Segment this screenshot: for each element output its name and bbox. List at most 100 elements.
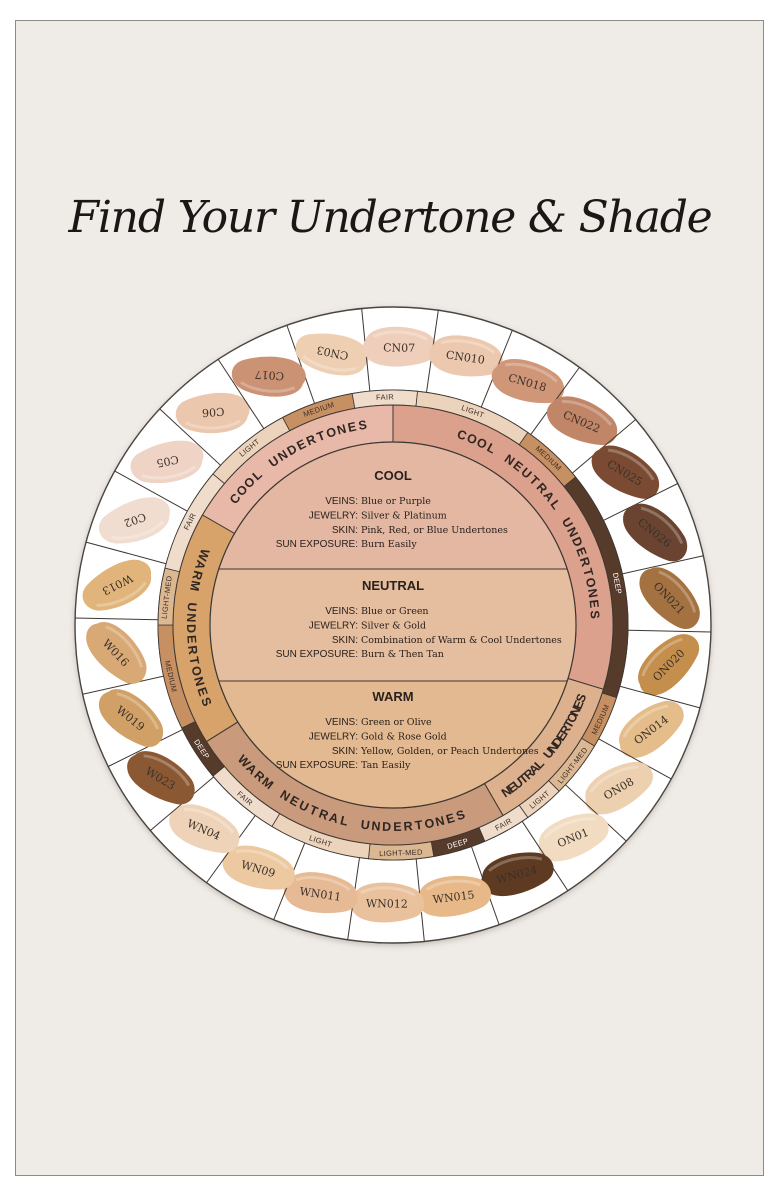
swatch-highlight <box>425 879 481 891</box>
shade-divider <box>571 419 636 474</box>
shade-divider <box>114 470 188 512</box>
undertone-label-char: N <box>371 819 381 834</box>
swatch-smear <box>86 622 147 684</box>
swatch-highlight <box>440 339 496 354</box>
shade-swatch: ON01 <box>538 813 609 862</box>
swatch-smear <box>98 497 170 544</box>
undertone-heading: WARM <box>372 689 413 704</box>
swatch-highlight <box>607 448 655 481</box>
shade-swatch: W013 <box>82 559 152 611</box>
shade-swatch: CN018 <box>491 359 564 404</box>
swatch-smear <box>623 503 688 562</box>
undertone-label-char: C <box>455 427 468 443</box>
swatch-highlight <box>543 817 596 839</box>
undertone-label-char: L <box>339 813 350 829</box>
undertone-label-char: O <box>188 665 204 678</box>
swatch-smear <box>82 559 152 611</box>
swatch-highlight <box>295 875 351 891</box>
shade-swatch: CN010 <box>429 335 503 377</box>
guide-line: SKIN: <box>332 525 358 536</box>
swatch-smear <box>429 335 503 377</box>
shade-code-label: WN012 <box>366 897 408 911</box>
undertone-label-char: T <box>414 818 424 833</box>
swatch-highlight <box>360 886 416 897</box>
shade-divider <box>159 408 221 466</box>
undertone-label-char: N <box>184 613 198 623</box>
guide-line: VEINS: <box>325 717 358 728</box>
shade-divider <box>217 359 265 429</box>
undertone-label-char: D <box>382 820 391 834</box>
shade-swatch: CN03 <box>295 333 369 376</box>
guide-line-value: Silver & Platinum <box>361 510 447 521</box>
swatch-highlight <box>640 506 684 545</box>
swatch-smear <box>639 567 700 629</box>
guide-line-value: Burn & Then Tan <box>361 649 444 660</box>
guide-line: JEWELRY: <box>309 731 358 742</box>
swatch-smear <box>481 852 554 897</box>
guide-line: SKIN: <box>332 635 358 646</box>
undertone-label-char: O <box>324 424 338 440</box>
undertone-label-char: U <box>184 602 199 612</box>
swatch-smear <box>98 689 164 747</box>
shade-swatch: ON020 <box>638 634 700 696</box>
undertone-label-char: R <box>403 819 413 834</box>
undertone-label-char: T <box>580 567 596 578</box>
undertone-label-char: O <box>583 576 599 589</box>
guide-line-value: Gold & Rose Gold <box>361 731 447 742</box>
swatch-highlight <box>302 354 357 372</box>
shade-swatch: WN04 <box>169 804 240 853</box>
shade-divider <box>75 617 159 621</box>
swatch-smear <box>585 762 653 815</box>
shade-divider <box>286 325 316 404</box>
shade-code-label: CN07 <box>383 341 415 354</box>
undertone-label-char: E <box>586 599 601 609</box>
swatch-smear <box>538 813 609 862</box>
guide-line: VEINS: <box>325 606 358 617</box>
undertone-label-char: E <box>184 635 199 644</box>
guide-line-value: Blue or Purple <box>361 496 431 507</box>
shade-swatch: ON014 <box>619 700 684 758</box>
shade-code-label: WN011 <box>299 885 342 904</box>
undertone-label-char: T <box>187 656 202 666</box>
guide-line-value: Yellow, Golden, or Peach Undertones <box>360 746 539 757</box>
undertone-label-char: R <box>577 555 593 568</box>
shade-divider <box>598 738 672 780</box>
swatch-smear <box>127 751 195 805</box>
undertone-label-char: U <box>360 818 371 833</box>
shade-swatch: CN025 <box>591 445 660 499</box>
swatch-highlight <box>111 520 165 540</box>
swatch-highlight <box>141 465 197 480</box>
swatch-smear <box>222 845 295 890</box>
shade-swatch: WN015 <box>417 875 491 917</box>
swatch-smear <box>638 634 700 696</box>
shade-divider <box>619 685 701 709</box>
swatch-smear <box>284 872 358 914</box>
guide-line: SUN EXPOSURE: <box>276 539 358 550</box>
swatch-highlight <box>622 704 669 738</box>
swatch-smear <box>350 882 425 923</box>
swatch-smear <box>546 396 618 446</box>
swatch-smear <box>169 804 240 853</box>
swatch-smear <box>130 440 204 484</box>
swatch-highlight <box>641 637 683 677</box>
shade-code-label: C017 <box>254 368 284 383</box>
shade-divider <box>622 555 704 575</box>
undertone-label-char: R <box>189 569 205 581</box>
shade-swatch: C017 <box>231 356 306 397</box>
page-title: Find Your Undertone & Shade <box>68 192 712 243</box>
guide-line-value: Silver & Gold <box>361 620 426 631</box>
shade-swatch: C06 <box>175 392 250 434</box>
swatch-smear <box>619 700 684 758</box>
swatch-highlight <box>488 856 543 872</box>
shade-code-label: CN03 <box>316 343 350 362</box>
shade-code-label: C05 <box>155 452 180 469</box>
shade-swatch: C02 <box>98 497 170 544</box>
undertone-label-char: E <box>347 419 358 434</box>
guide-line: SUN EXPOSURE: <box>276 760 358 771</box>
guide-line-value: Combination of Warm & Cool Undertones <box>361 635 562 646</box>
shade-divider <box>107 729 183 767</box>
undertone-label-char: W <box>195 547 212 563</box>
